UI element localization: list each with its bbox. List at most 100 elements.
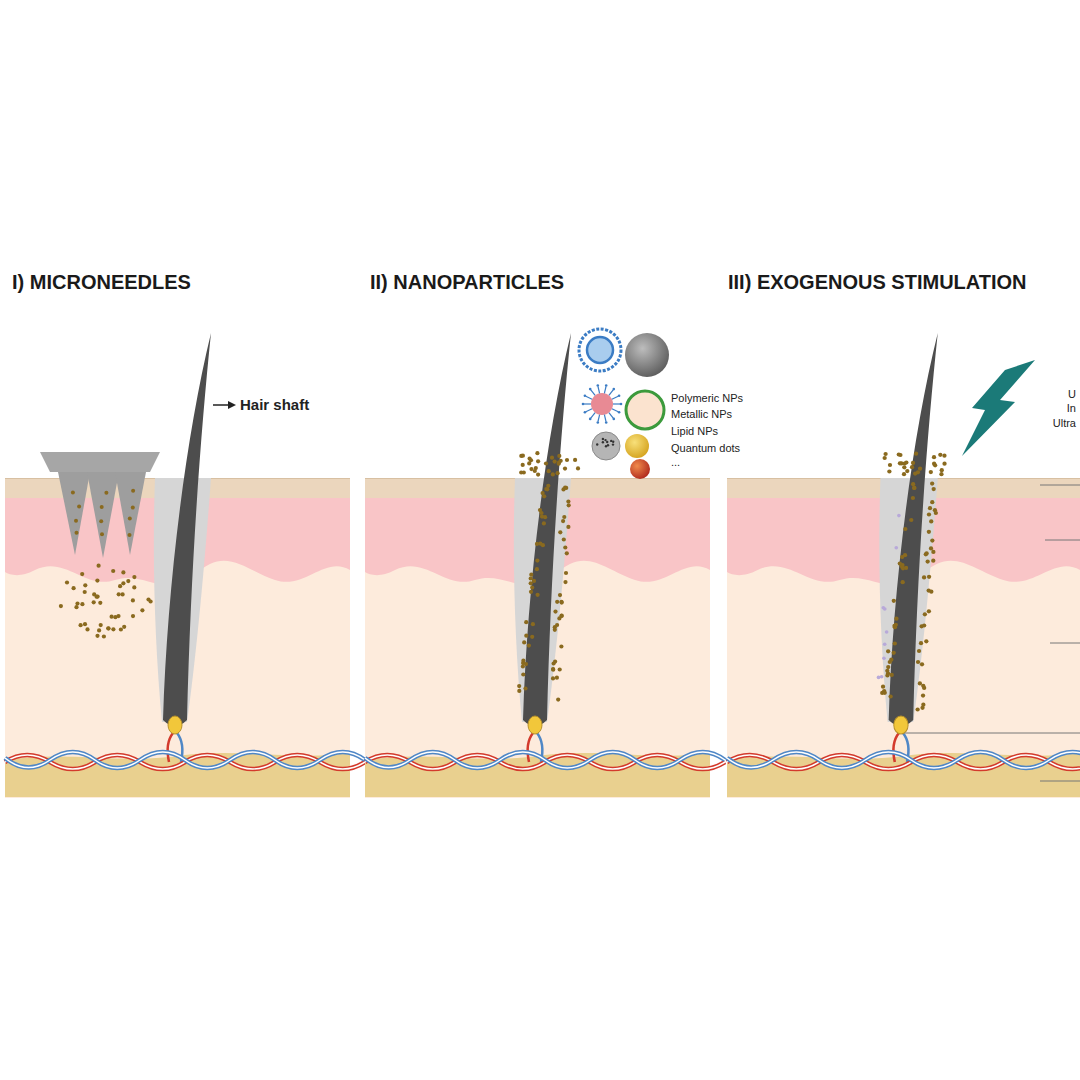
particle-dot bbox=[887, 469, 891, 473]
micelle-tail bbox=[609, 413, 613, 419]
particle-dot bbox=[74, 519, 78, 523]
particle-dot bbox=[531, 622, 535, 626]
particle-dot bbox=[932, 455, 936, 459]
particle-dot bbox=[883, 456, 887, 460]
particle-dot bbox=[904, 460, 908, 464]
particle-dot bbox=[523, 686, 527, 690]
particle-dot bbox=[131, 506, 135, 510]
particle-dot bbox=[121, 581, 125, 585]
particle-dot bbox=[106, 626, 110, 630]
particle-dot bbox=[80, 602, 84, 606]
microneedle bbox=[115, 472, 146, 555]
micelle-tail bbox=[586, 409, 592, 412]
particle-dot bbox=[517, 689, 521, 693]
particle-dot bbox=[933, 463, 937, 467]
micelle-tail bbox=[598, 415, 600, 422]
particle-dot bbox=[551, 472, 555, 476]
particle-dot bbox=[582, 403, 585, 406]
particle-dot bbox=[100, 532, 104, 536]
stimulus-type: Ultra bbox=[1053, 417, 1076, 430]
particle-dot bbox=[932, 487, 936, 491]
particle-dot bbox=[96, 595, 100, 599]
particle-dot bbox=[584, 395, 587, 398]
skin-panel: I) MICRONEEDLES bbox=[5, 270, 348, 797]
particle-dot bbox=[934, 511, 938, 515]
particle-dot bbox=[902, 472, 906, 476]
micelle-tail bbox=[612, 409, 618, 412]
particle-dot bbox=[95, 634, 99, 638]
particle-dot bbox=[128, 533, 132, 537]
particle-dot bbox=[556, 698, 560, 702]
particle-dot bbox=[927, 530, 931, 534]
particle-dot bbox=[77, 505, 81, 509]
particle-dot bbox=[558, 593, 562, 597]
particle-dot bbox=[921, 684, 925, 688]
particle-dot bbox=[883, 691, 887, 695]
particle-dot bbox=[602, 438, 604, 440]
particle-dot bbox=[882, 606, 886, 610]
particle-dot bbox=[916, 660, 920, 664]
particle-dot bbox=[877, 676, 881, 680]
particle-dot bbox=[95, 579, 99, 583]
particle-dot bbox=[119, 627, 123, 631]
particle-dot bbox=[546, 484, 550, 488]
particle-dot bbox=[99, 623, 103, 627]
particle-dot bbox=[553, 660, 557, 664]
particle-dot bbox=[100, 505, 104, 509]
particle-dot bbox=[539, 511, 543, 515]
particle-dot bbox=[927, 512, 931, 516]
particle-dot bbox=[563, 467, 567, 471]
particle-dot bbox=[561, 519, 565, 523]
particle-dot bbox=[562, 537, 566, 541]
particle-dot bbox=[517, 684, 521, 688]
particle-dot bbox=[131, 489, 135, 493]
particle-dot bbox=[563, 580, 567, 584]
particle-dot bbox=[535, 451, 539, 455]
particle-dot bbox=[116, 614, 120, 618]
particle-dot bbox=[892, 651, 896, 655]
micelle-tail bbox=[591, 390, 595, 396]
particle-dot bbox=[902, 465, 906, 469]
particle-dot bbox=[83, 622, 87, 626]
particle-dot bbox=[83, 590, 87, 594]
micelle-tail bbox=[598, 387, 600, 394]
particle-dot bbox=[589, 418, 592, 421]
particle-dot bbox=[917, 649, 921, 653]
particle-dot bbox=[529, 573, 533, 577]
particle-dot bbox=[942, 462, 946, 466]
particle-dot bbox=[918, 467, 922, 471]
particle-dot bbox=[596, 443, 598, 445]
nanoparticle-type: Polymeric NPs bbox=[671, 392, 743, 405]
particle-dot bbox=[929, 546, 933, 550]
particle-dot bbox=[912, 486, 916, 490]
particle-dot bbox=[559, 644, 563, 648]
particle-dot bbox=[551, 676, 555, 680]
particle-dot bbox=[576, 466, 580, 470]
particle-dot bbox=[605, 445, 607, 447]
particle-dot bbox=[550, 456, 554, 460]
part-label: Hair shaft bbox=[240, 396, 309, 414]
particle-dot bbox=[566, 499, 570, 503]
stimulus-type: In bbox=[1067, 402, 1076, 415]
particle-dot bbox=[566, 525, 570, 529]
panel-heading: I) MICRONEEDLES bbox=[12, 270, 191, 294]
particle-dot bbox=[565, 551, 569, 555]
particle-dot bbox=[132, 585, 136, 589]
particle-dot bbox=[914, 452, 918, 456]
particle-dot bbox=[521, 661, 525, 665]
particle-dot bbox=[562, 515, 566, 519]
particle-dot bbox=[931, 550, 935, 554]
particle-dot bbox=[530, 635, 534, 639]
particle-dot bbox=[536, 473, 540, 477]
micelle-tail bbox=[604, 415, 606, 422]
panel-heading: III) EXOGENOUS STIMULATION bbox=[728, 270, 1027, 294]
nanoparticle-type: Quantum dots bbox=[671, 442, 740, 455]
particle-dot bbox=[923, 612, 927, 616]
particle-dot bbox=[560, 614, 564, 618]
particle-dot bbox=[521, 454, 525, 458]
micelle-tail bbox=[584, 403, 591, 404]
particle-dot bbox=[529, 590, 533, 594]
particle-dot bbox=[536, 593, 540, 597]
particle-dot bbox=[613, 388, 616, 391]
particle-dot bbox=[929, 470, 933, 474]
